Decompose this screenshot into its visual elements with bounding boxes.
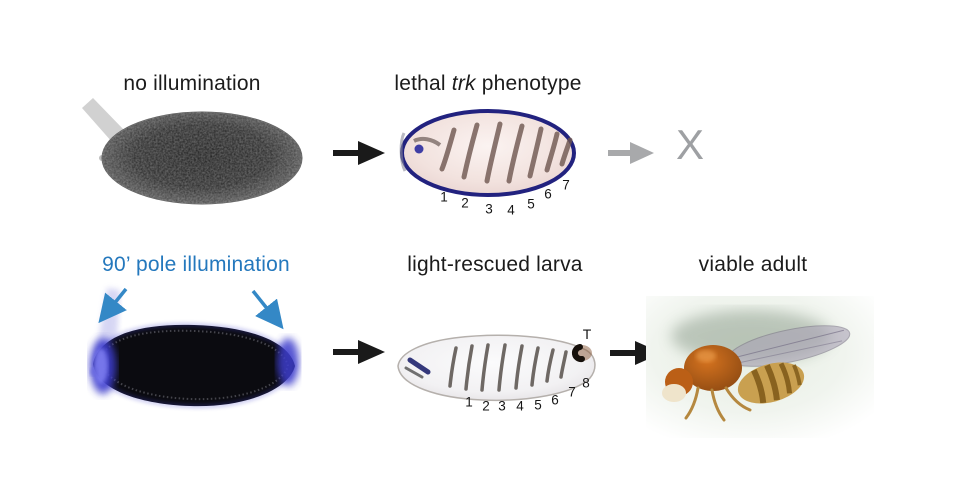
lethal-x-mark: X [676,121,705,168]
anterior-glow-core [94,348,108,384]
segment-number: 7 [562,177,570,193]
panel-title-pole-illumination: 90’ pole illumination [102,253,290,276]
adult-fly-photo [646,296,874,438]
title-text: phenotype [475,72,582,95]
segment-number: 4 [516,398,524,414]
embryo-texture [102,112,302,204]
posterior-glow [277,338,299,386]
larva-body [397,334,596,402]
segment-number: 6 [551,392,559,408]
tracheal-label: T [582,326,592,342]
panel-title-viable-adult: viable adult [698,253,808,276]
embryo-body [93,324,295,407]
anterior-nub [90,368,98,376]
head-skeleton [407,357,431,375]
segment-number: 5 [534,397,542,413]
larva-stripes [448,343,568,392]
head-fold [413,136,442,147]
thorax-highlight [696,350,716,362]
denticle-stripes [439,121,573,184]
segment-number: 7 [568,384,576,400]
segment-number: 8 [582,375,590,391]
blocked-arrow [608,142,654,164]
fly-abdomen [737,362,805,404]
segment-number: 4 [507,202,515,218]
posterior-spiracles [571,344,585,363]
segment-number: 5 [527,196,535,212]
panel-title-light-rescued-larva: light-rescued larva [407,253,583,276]
flow-arrow [333,141,385,165]
gene-name-italic: trk [451,72,476,95]
title-text: lethal [394,72,452,95]
segment-number: 3 [498,398,506,414]
rescued-larva-micrograph [397,334,596,402]
segment-number: 2 [482,398,490,414]
illumination-arrow-right [251,289,284,330]
dorsal-appendage [82,98,124,142]
anterior-detail [399,132,407,172]
segment-number: 3 [485,201,493,217]
segment-number: 6 [544,186,552,202]
fly-mouthparts [662,384,686,402]
flow-arrow [333,340,385,364]
illumination-arrow-left [98,287,128,324]
segment-number: 1 [440,189,448,205]
pole-illuminated-embryo-micrograph [90,287,299,408]
panel-title-no-illumination: no illumination [123,72,261,95]
unilluminated-embryo-micrograph [82,98,303,205]
panel-title-lethal-trk-phenotype: lethal trk phenotype [368,72,608,96]
head-detail [404,366,424,379]
head-spot [414,144,424,154]
lethal-trk-embryo-micrograph [399,109,576,197]
segment-number: 1 [465,394,473,410]
segment-number: 2 [461,195,469,211]
fly-legs [684,386,752,422]
